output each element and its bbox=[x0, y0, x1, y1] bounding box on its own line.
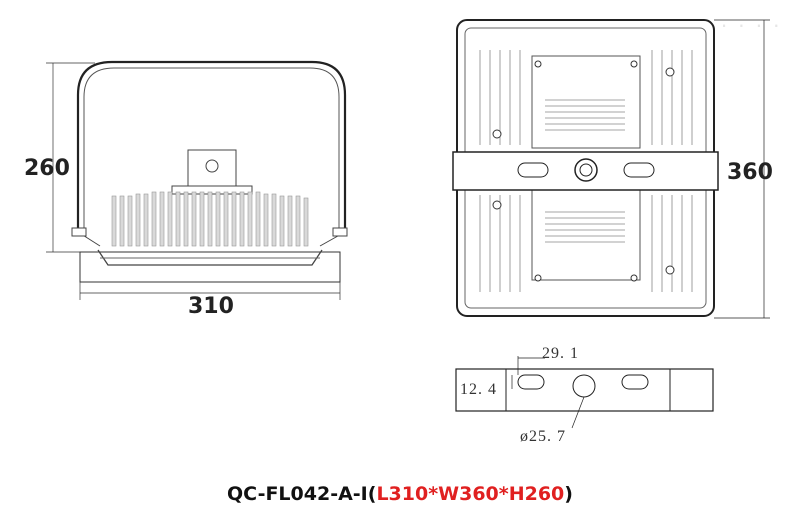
front-height-label: 260 bbox=[24, 156, 70, 181]
model-dimensions: L310*W360*H260 bbox=[376, 483, 565, 505]
slot-length-label: 29. 1 bbox=[542, 345, 579, 362]
hole-diameter-label: ø25. 7 bbox=[520, 428, 566, 445]
caption-close: ) bbox=[564, 483, 573, 505]
top-view-fins bbox=[479, 50, 693, 292]
heatsink-fins bbox=[111, 191, 309, 247]
model-caption: QC-FL042-A-I(L310*W360*H260) bbox=[0, 483, 800, 505]
watermark: · · · · bbox=[720, 12, 782, 37]
slot-width-label: 12. 4 bbox=[460, 381, 497, 398]
model-name: QC-FL042-A-I( bbox=[227, 483, 377, 505]
front-width-label: 310 bbox=[188, 294, 234, 319]
top-length-label: 360 bbox=[727, 160, 773, 185]
